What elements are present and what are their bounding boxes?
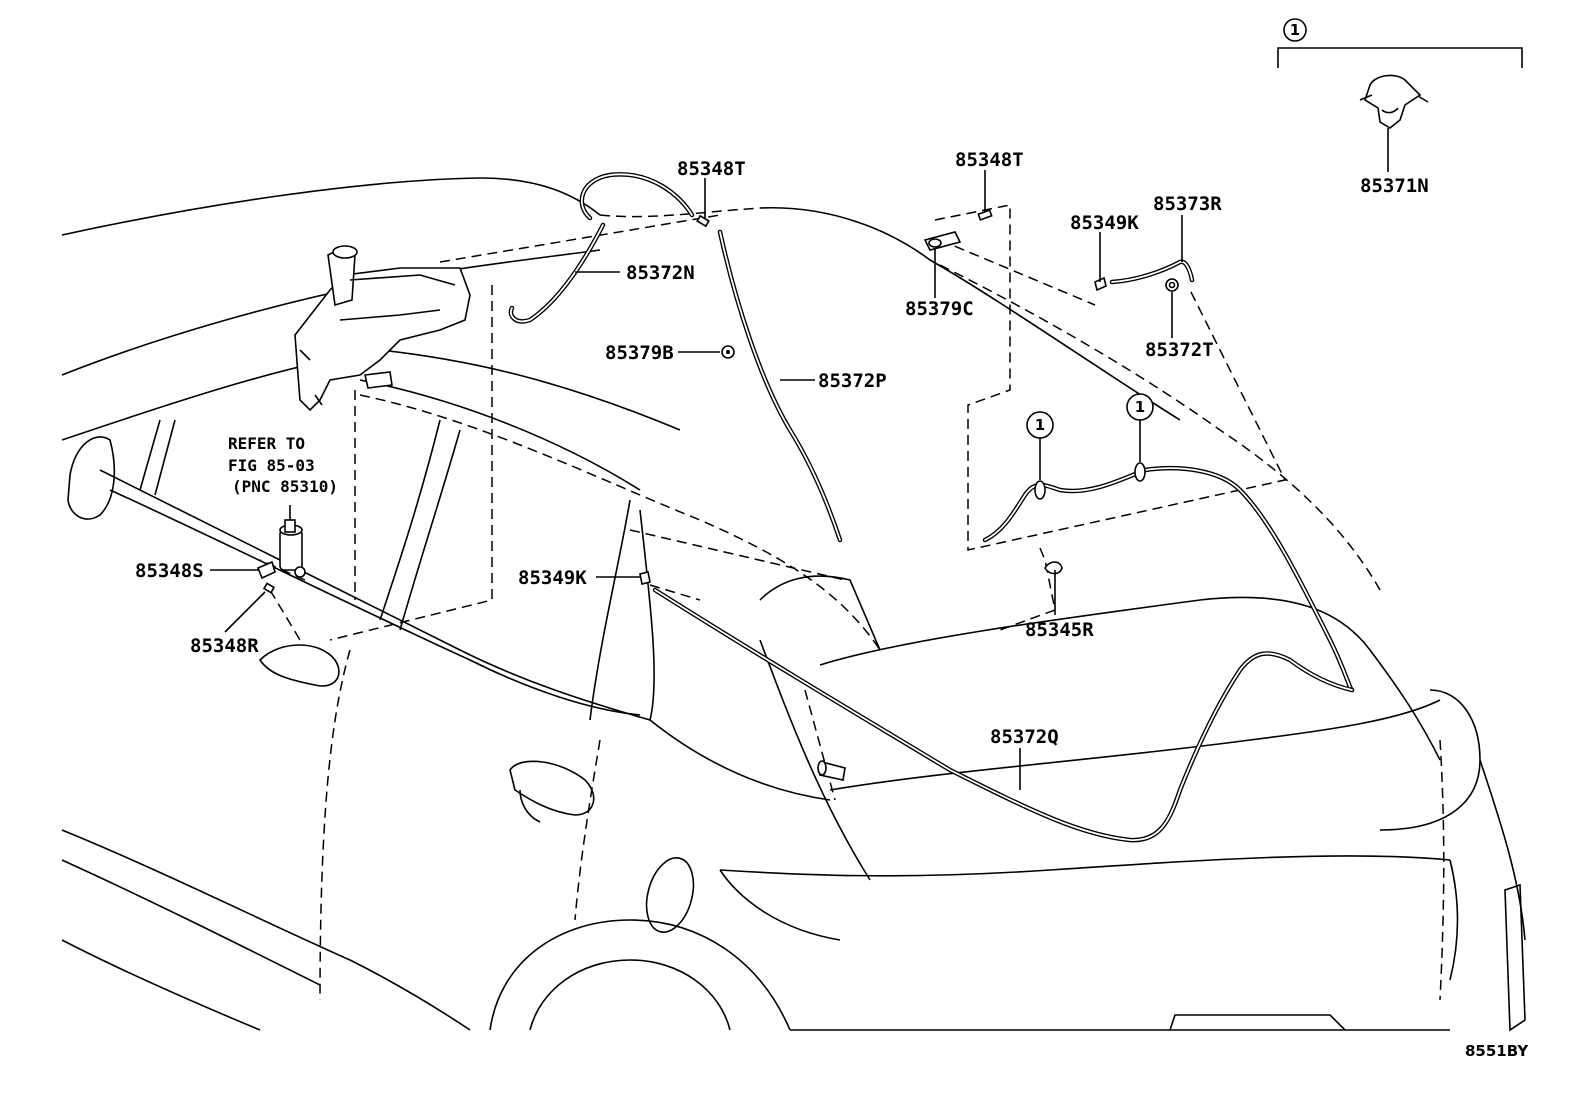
- washer-pump-icon: [279, 505, 306, 578]
- label-85349K-a[interactable]: 85349K: [1070, 212, 1139, 234]
- leader-lines: [210, 47, 1523, 790]
- label-85372Q[interactable]: 85372Q: [990, 726, 1059, 748]
- label-85345R[interactable]: 85345R: [1025, 619, 1094, 641]
- drawing-code: 8551BY: [1465, 1042, 1529, 1060]
- hose-clamp-a-icon: [1034, 480, 1046, 500]
- joint-85348R-icon: [262, 582, 276, 594]
- check-valve-85349K-a-icon: [1094, 276, 1107, 292]
- joint-85348T-a-icon: [696, 214, 710, 228]
- group-marker-clamp-a: 1: [1026, 411, 1054, 439]
- svg-text:FIG 85-03: FIG 85-03: [228, 456, 315, 475]
- washer-nozzle-85371N-icon: [1359, 74, 1429, 129]
- svg-text:REFER TO: REFER TO: [228, 434, 305, 453]
- part-labels: 85348T 85348T 85372N 85379B 85372P 85379…: [135, 149, 1429, 748]
- label-85379C[interactable]: 85379C: [905, 298, 974, 320]
- joint-85348S-icon: [256, 560, 276, 580]
- label-85348S[interactable]: 85348S: [135, 560, 204, 582]
- assembly-dashed-lines: [259, 204, 1287, 801]
- group-marker-top: 1: [1283, 18, 1307, 42]
- clip-85345R-icon: [1044, 561, 1063, 575]
- check-valve-85349K-b-icon: [639, 571, 651, 585]
- label-85372N[interactable]: 85372N: [626, 262, 695, 284]
- svg-text:(PNC 85310): (PNC 85310): [232, 477, 338, 496]
- svg-text:1: 1: [1135, 398, 1145, 416]
- car-body-outline: [61, 177, 1526, 1032]
- label-85379B[interactable]: 85379B: [605, 342, 674, 364]
- small-parts: [256, 74, 1429, 781]
- label-85371N[interactable]: 85371N: [1360, 175, 1429, 197]
- label-85348R[interactable]: 85348R: [190, 635, 259, 657]
- label-85373R[interactable]: 85373R: [1153, 193, 1222, 215]
- washer-tank-icon: [294, 245, 471, 412]
- group-marker-clamp-b: 1: [1126, 393, 1154, 421]
- label-85372T[interactable]: 85372T: [1145, 339, 1214, 361]
- label-85348T-b[interactable]: 85348T: [955, 149, 1024, 171]
- svg-text:1: 1: [1035, 416, 1045, 434]
- group-markers: 1 1 1: [1026, 18, 1307, 439]
- washer-hoses: [508, 172, 1355, 843]
- joint-85348T-b-icon: [977, 209, 993, 221]
- svg-text:1: 1: [1290, 21, 1300, 39]
- label-85349K-b[interactable]: 85349K: [518, 567, 587, 589]
- label-85348T-a[interactable]: 85348T: [677, 158, 746, 180]
- hose-clamp-b-icon: [1134, 462, 1146, 482]
- refer-note[interactable]: REFER TO FIG 85-03 (PNC 85310): [228, 434, 338, 496]
- label-85372P[interactable]: 85372P: [818, 370, 887, 392]
